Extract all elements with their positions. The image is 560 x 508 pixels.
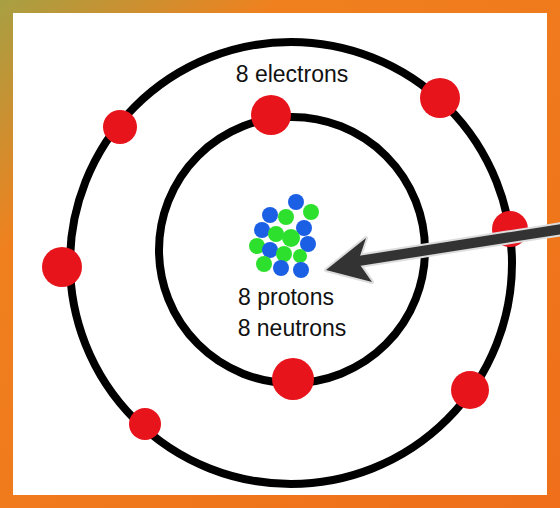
panel <box>13 13 547 495</box>
electron <box>272 358 314 400</box>
neutron <box>293 249 307 263</box>
proton <box>288 194 304 210</box>
neutron <box>282 229 300 247</box>
arrow-shaft <box>352 229 560 262</box>
proton <box>254 222 270 238</box>
electron <box>129 408 161 440</box>
neutron <box>268 226 284 242</box>
atom-label: 8 protons <box>238 284 334 310</box>
neutron <box>256 256 272 272</box>
electron <box>420 78 460 118</box>
electron <box>42 247 82 287</box>
proton <box>293 262 309 278</box>
proton <box>273 260 289 276</box>
proton <box>262 207 278 223</box>
electron <box>251 95 291 135</box>
outer-shell <box>70 42 512 484</box>
pointer-arrow <box>326 229 560 282</box>
electron <box>103 110 137 144</box>
neutron <box>276 246 292 262</box>
electron <box>451 371 489 409</box>
atom-label: 8 electrons <box>236 61 349 87</box>
atom-label: 8 neutrons <box>238 315 347 341</box>
arrow-outline <box>352 229 560 262</box>
arrow-head <box>326 238 372 282</box>
electrons <box>42 78 528 440</box>
neutron <box>303 204 319 220</box>
neutron <box>278 209 294 225</box>
proton <box>262 242 278 258</box>
nucleus <box>249 194 319 278</box>
